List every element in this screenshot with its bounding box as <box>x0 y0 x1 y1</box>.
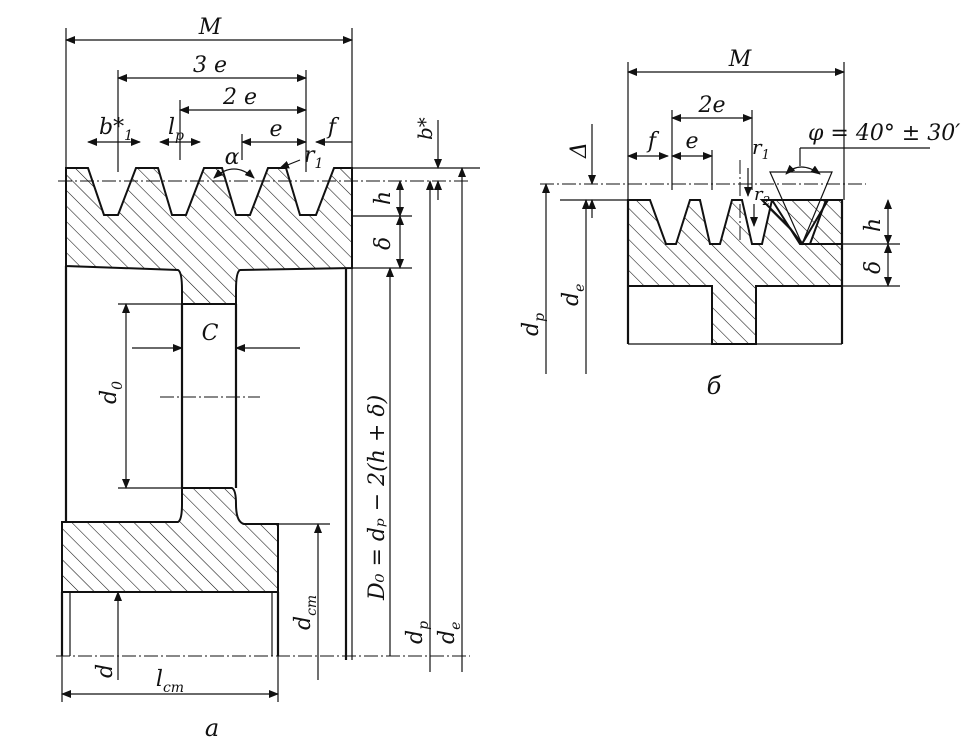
rim-section <box>65 167 353 305</box>
label-dct: dст <box>291 595 320 630</box>
label-d: d <box>93 664 118 678</box>
label-M-b: M <box>728 47 752 72</box>
label-de-b: de <box>559 284 588 306</box>
figure-b: M 2e f e Δ r1 r2 φ = 40° ± 30′ h δ <box>519 47 960 400</box>
label-lp: lp <box>168 115 184 144</box>
label-M: M <box>198 15 222 40</box>
label-h-b: h <box>861 218 886 232</box>
label-D0-formula: D₀ = dₚ − 2(h + δ) <box>365 395 390 601</box>
label-dp-b: dp <box>519 313 548 336</box>
label-3e: 3 e <box>193 53 227 78</box>
label-phi: φ = 40° ± 30′ <box>808 121 960 146</box>
label-e: e <box>269 117 282 142</box>
label-de: de <box>435 622 464 644</box>
label-e-b: e <box>685 129 698 154</box>
label-2e-b: 2e <box>697 93 725 118</box>
caption-b: б <box>707 372 722 400</box>
label-f-b: f <box>646 129 660 154</box>
label-2e: 2 e <box>222 85 257 110</box>
label-delta: δ <box>371 237 396 250</box>
rim-section-b <box>627 199 843 345</box>
label-Delta: Δ <box>567 142 592 159</box>
label-h: h <box>371 191 396 205</box>
label-delta-b: δ <box>861 261 886 274</box>
label-bstar: b* <box>413 117 437 140</box>
label-alpha: α <box>225 145 240 170</box>
label-r2-b: r2 <box>754 184 770 208</box>
label-r1-b: r1 <box>752 135 770 163</box>
figure-a: M 3 e 2 e e f b*1 lp α r1 b* <box>56 15 480 742</box>
rim-top-b <box>759 199 843 245</box>
label-dp: dp <box>403 621 432 644</box>
label-r1: r1 <box>304 143 323 172</box>
hub-section <box>61 487 279 593</box>
label-C: C <box>202 321 219 346</box>
caption-a: а <box>205 714 219 742</box>
label-f: f <box>326 115 340 140</box>
label-lct: lст <box>156 667 184 696</box>
label-b1: b*1 <box>99 115 133 144</box>
label-d0: d0 <box>97 381 126 404</box>
